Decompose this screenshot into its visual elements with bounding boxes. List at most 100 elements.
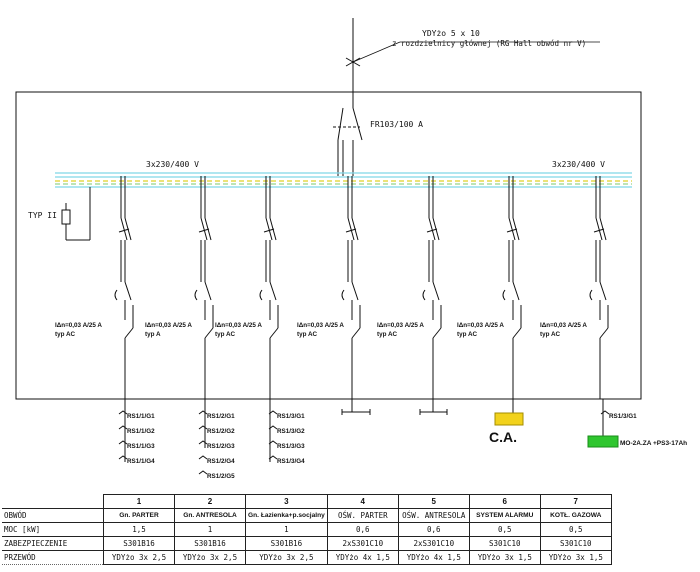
breaker-mark [118, 228, 130, 233]
schematic-diagram: YDYżo 5 x 10 z rozdzielnicy głównej (RG … [15, 18, 687, 480]
table-cell: Gn. PARTER [103, 508, 175, 523]
col-number: 7 [539, 494, 612, 509]
outlet-symbol [600, 410, 610, 415]
breaker-blade [200, 217, 208, 241]
table-cell: 2xS301C10 [326, 536, 399, 551]
col-number: 1 [103, 494, 175, 509]
col-number: 4 [326, 494, 399, 509]
rcd-type-label: typ AC [297, 331, 318, 338]
supply-note-text: z rozdzielnicy głównej (RG Hall obwód nr… [392, 39, 586, 48]
outlet-label: RS1/1/G1 [127, 413, 155, 420]
outlet-symbol [198, 470, 208, 475]
table-cell: 0,6 [326, 522, 399, 537]
row-label: OBWÓD [2, 508, 104, 523]
rcd-type-label: typ AC [55, 331, 76, 338]
outlet-label: RS1/1/G4 [127, 458, 155, 465]
rcd-blade [432, 281, 440, 301]
rcd-coil [589, 289, 593, 301]
outlet-label: RS1/3/G4 [277, 458, 305, 465]
voltage-label-right: 3x230/400 V [552, 160, 605, 169]
branch-wire-n [599, 327, 609, 339]
outlet-label: RS1/1/G2 [127, 428, 155, 435]
outlet-label: RS1/1/G3 [127, 443, 155, 450]
ca-label: C.A. [489, 429, 517, 445]
outlet-symbol [268, 455, 278, 460]
rcd-current-label: IΔn=0,03 A/25 A [540, 322, 587, 329]
outlet-label: RS1/2/G1 [207, 413, 235, 420]
distribution-board-frame [15, 91, 642, 400]
rcd-blade [269, 281, 277, 301]
main-switch-blade-2 [337, 107, 344, 141]
rcd-blade [124, 281, 132, 301]
outlet-symbol [198, 425, 208, 430]
row-label: MOC [kW] [2, 522, 104, 537]
table-row: MOC [kW] 1,5 1 1 0,6 0,6 0,5 0,5 [2, 522, 612, 537]
outlet-symbol [118, 455, 128, 460]
rcd-type-label: typ AC [377, 331, 398, 338]
rcd-type-label: typ AC [540, 331, 561, 338]
table-cell: Gn. ANTRESOLA [174, 508, 246, 523]
table-cell: S301C10 [539, 536, 612, 551]
row-label: ZABEZPIECZENIE [2, 536, 104, 551]
table-cell: Gn. Łazienka+p.socjalny [245, 508, 328, 523]
outlet-label: RS1/2/G2 [207, 428, 235, 435]
col-number: 2 [174, 494, 246, 509]
table-cell: S301B16 [245, 536, 328, 551]
surge-protector-symbol [61, 209, 71, 225]
table-cell: YDYżo 3x 2,5 [245, 550, 328, 565]
outlet-symbol [118, 410, 128, 415]
rcd-blade [599, 281, 607, 301]
rcd-coil [502, 289, 506, 301]
table-cell: YDYżo 3x 1,5 [468, 550, 541, 565]
table-cell: S301C10 [468, 536, 541, 551]
table-header-row: 1 2 3 4 5 6 7 [2, 494, 612, 509]
breaker-mark [426, 228, 438, 233]
main-switch-label: FR103/100 A [370, 120, 423, 129]
table-cell: OŚW. PARTER [326, 508, 399, 523]
outlet-symbol [118, 425, 128, 430]
table-cell: 1 [174, 522, 246, 537]
circuit-branches: IΔn=0,03 A/25 A typ AC IΔn=0,03 A/25 A typ … [55, 176, 609, 462]
table-cell: YDYżo 3x 2,5 [103, 550, 175, 565]
rcd-blade [512, 281, 520, 301]
rcd-current-label: IΔn=0,03 A/25 A [377, 322, 424, 329]
branch-wire-n [124, 327, 134, 339]
rcd-coil [341, 289, 345, 301]
outlet-symbol [268, 440, 278, 445]
rcd-coil [259, 289, 263, 301]
table-row: OBWÓD Gn. PARTER Gn. ANTRESOLA Gn. Łazie… [2, 508, 612, 523]
rcd-current-label: IΔn=0,03 A/25 A [145, 322, 192, 329]
table-cell: YDYżo 3x 1,5 [539, 550, 612, 565]
battery-label: MO-2A.ZA +PS3-17Ah [620, 440, 687, 447]
supply-leader [352, 41, 401, 63]
rcd-type-label: typ AC [457, 331, 478, 338]
breaker-mark [506, 228, 518, 233]
outlet-label: RS1/2/G4 [207, 458, 235, 465]
col-number: 3 [245, 494, 328, 509]
outlet-label: RS1/2/G5 [207, 473, 235, 480]
ca-box [494, 412, 524, 426]
table-cell: S301B16 [174, 536, 246, 551]
circuit-table: 1 2 3 4 5 6 7 OBWÓD Gn. PARTER Gn. ANTRE… [2, 494, 612, 565]
branch-wire-n [351, 327, 361, 339]
rcd-current-label: IΔn=0,03 A/25 A [215, 322, 262, 329]
col-number: 6 [468, 494, 541, 509]
breaker-blade [595, 217, 603, 241]
outlet-symbol [198, 455, 208, 460]
table-cell: S301B16 [103, 536, 175, 551]
branch-wire-n [269, 327, 279, 339]
rcd-current-label: IΔn=0,03 A/25 A [457, 322, 504, 329]
table-cell: YDYżo 4x 1,5 [397, 550, 470, 565]
supply-cable-text: YDYżo 5 x 10 [422, 29, 480, 38]
rcd-blade [351, 281, 359, 301]
rcd-current-label: IΔn=0,03 A/25 A [297, 322, 344, 329]
table-row: ZABEZPIECZENIE S301B16 S301B16 S301B16 2… [2, 536, 612, 551]
outlet-label: RS1/3/G3 [277, 443, 305, 450]
main-switch-blade [352, 107, 363, 141]
table-cell: 1,5 [103, 522, 175, 537]
outlet-label: RS1/3/G2 [277, 428, 305, 435]
breaker-blade [508, 217, 516, 241]
outlet-label: RS1/2/G3 [207, 443, 235, 450]
voltage-label-left: 3x230/400 V [146, 160, 199, 169]
